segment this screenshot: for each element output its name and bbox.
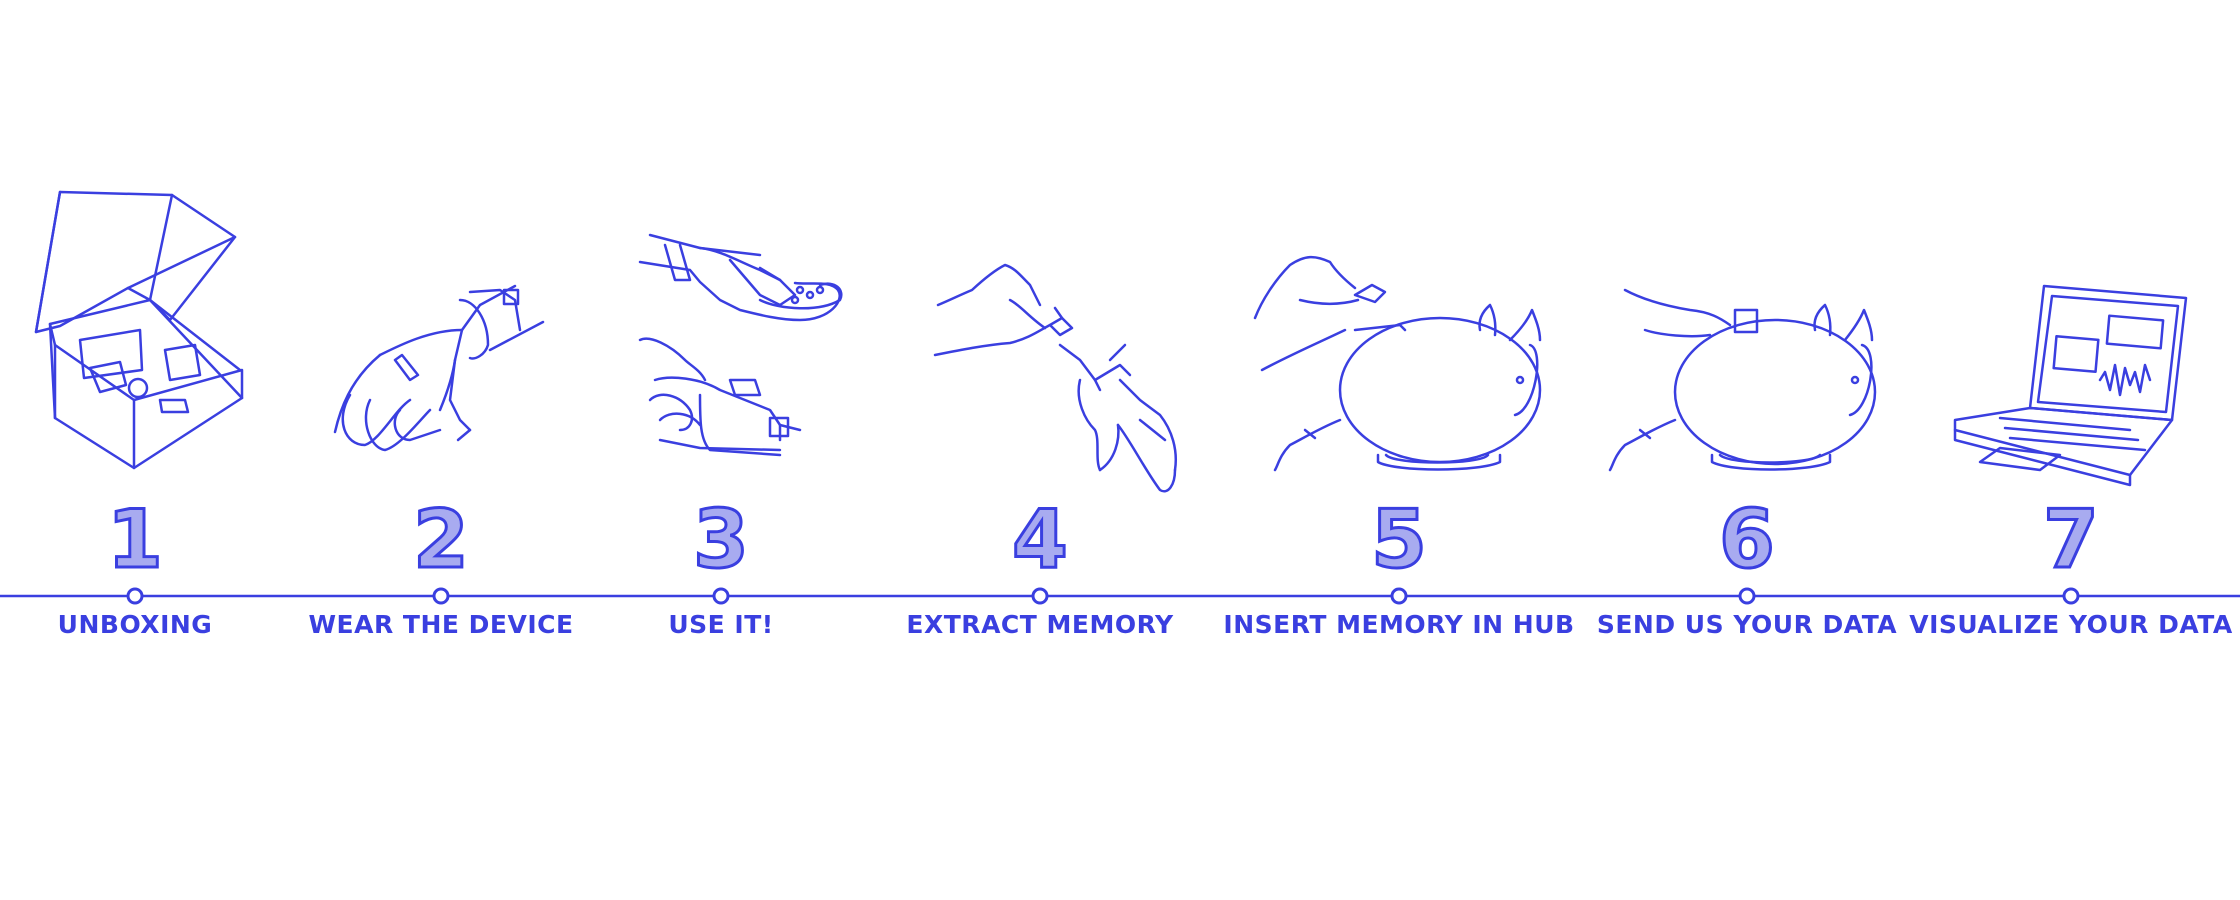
box-icon xyxy=(34,190,244,470)
step-number-4: 4 xyxy=(1011,493,1070,586)
hand-device-icon xyxy=(333,284,545,452)
hands-using-icon xyxy=(638,233,843,457)
step-label-5: INSERT MEMORY IN HUB xyxy=(1223,610,1575,639)
step-label-3: USE IT! xyxy=(668,610,774,639)
timeline-node-1 xyxy=(126,587,144,605)
step-label-2: WEAR THE DEVICE xyxy=(308,610,574,639)
timeline-node-3 xyxy=(712,587,730,605)
piggy-hub-insert-icon xyxy=(1253,255,1542,472)
step-label-1: UNBOXING xyxy=(57,610,213,639)
step-label-4: EXTRACT MEMORY xyxy=(906,610,1174,639)
extract-memory-icon xyxy=(933,263,1177,493)
step-number-3: 3 xyxy=(692,493,751,586)
step-number-6: 6 xyxy=(1718,493,1777,586)
piggy-hub-send-icon xyxy=(1608,288,1877,472)
timeline-node-6 xyxy=(1738,587,1756,605)
step-number-5: 5 xyxy=(1370,493,1429,586)
step-number-2: 2 xyxy=(412,493,471,586)
step-label-7: VISUALIZE YOUR DATA xyxy=(1909,610,2233,639)
timeline-node-4 xyxy=(1031,587,1049,605)
step-number-7: 7 xyxy=(2042,493,2101,586)
timeline-node-5 xyxy=(1390,587,1408,605)
timeline-node-2 xyxy=(432,587,450,605)
step-label-6: SEND US YOUR DATA xyxy=(1596,610,1898,639)
step-number-1: 1 xyxy=(106,493,165,586)
timeline-node-7 xyxy=(2062,587,2080,605)
laptop-icon xyxy=(1953,284,2188,487)
